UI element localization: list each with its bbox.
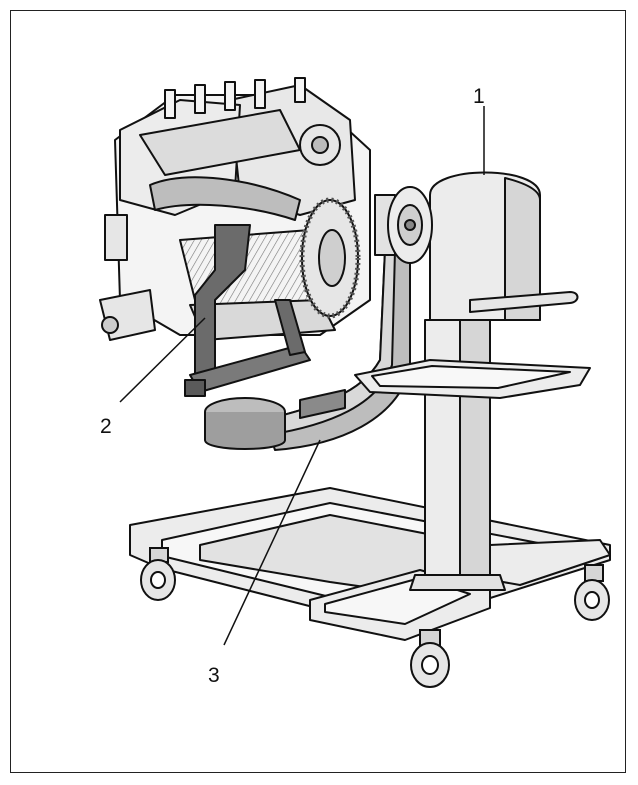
stand-base	[129, 487, 611, 641]
adapter-bracket	[184, 224, 346, 450]
leader-lines	[119, 106, 485, 646]
tool-tray	[354, 359, 591, 399]
wheel-icon	[140, 547, 176, 601]
callout-1: 1	[473, 85, 485, 108]
wheel-icon	[410, 629, 450, 688]
wheel-icon	[574, 564, 610, 621]
stand-head-housing	[374, 171, 579, 321]
leader-line-2	[119, 317, 206, 403]
callout-3: 3	[208, 664, 220, 687]
leader-line-3	[223, 439, 321, 646]
engine-icon	[99, 77, 371, 341]
callout-2: 2	[100, 415, 112, 438]
